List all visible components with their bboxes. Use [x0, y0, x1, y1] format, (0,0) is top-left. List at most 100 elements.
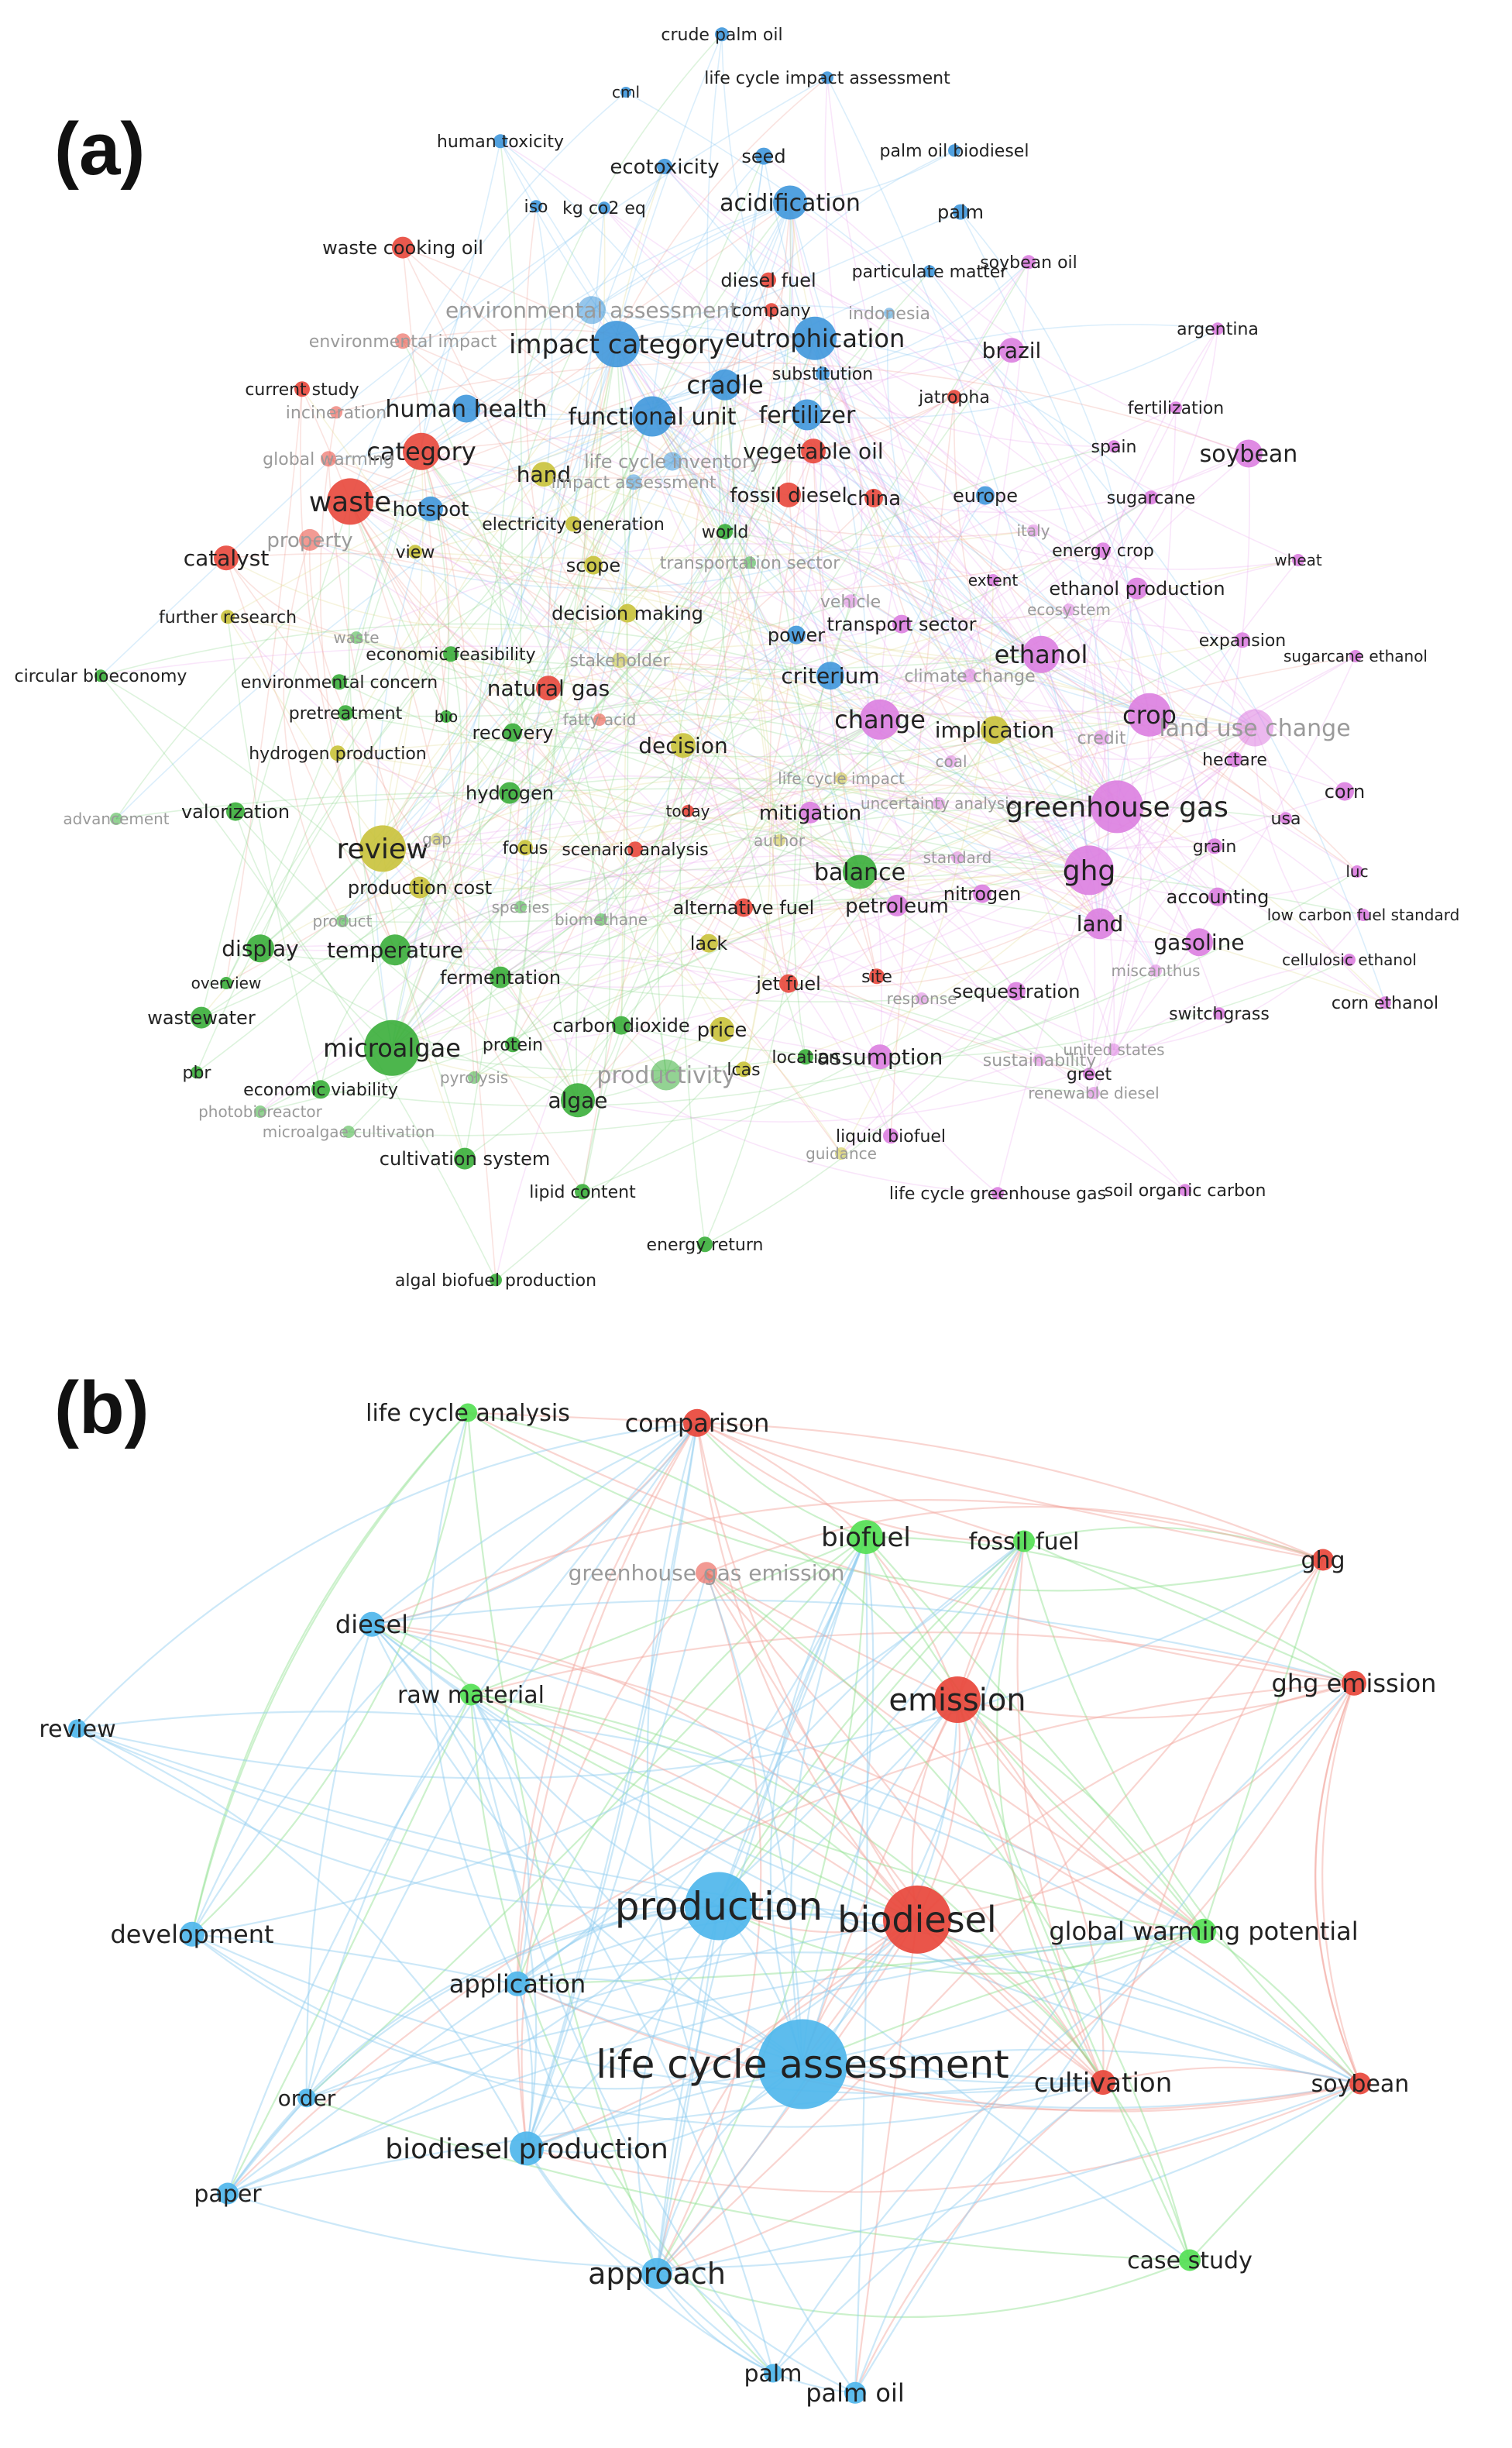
- node-property[interactable]: [299, 528, 321, 551]
- node-ghg-emission[interactable]: [1342, 1670, 1366, 1696]
- node-production[interactable]: [685, 1872, 753, 1941]
- node-hydrogen-production[interactable]: [330, 745, 345, 762]
- node-site[interactable]: [869, 968, 885, 985]
- node-functional-unit[interactable]: [632, 396, 672, 437]
- node-author[interactable]: [773, 834, 785, 847]
- node-seed[interactable]: [755, 147, 772, 165]
- node-human-toxicity[interactable]: [493, 134, 507, 149]
- node-sequestration[interactable]: [1007, 982, 1026, 1001]
- node-ghg[interactable]: [1064, 845, 1114, 896]
- node-productivity[interactable]: [651, 1059, 682, 1091]
- node-europe[interactable]: [976, 486, 995, 505]
- node-global-warming-potential[interactable]: [1191, 1918, 1216, 1944]
- node-life-cycle-assessment[interactable]: [758, 2019, 847, 2109]
- node-comparison[interactable]: [683, 1408, 711, 1437]
- node-cradle[interactable]: [710, 369, 741, 401]
- node-development[interactable]: [180, 1921, 204, 1947]
- node-brazil[interactable]: [999, 338, 1024, 363]
- node-coal[interactable]: [945, 755, 957, 768]
- node-life-cycle-impact[interactable]: [835, 772, 847, 785]
- node-species[interactable]: [514, 901, 527, 913]
- node-kg-co2-eq[interactable]: [598, 201, 610, 215]
- node-land[interactable]: [1084, 908, 1115, 940]
- node-vegetable-oil[interactable]: [801, 438, 826, 464]
- node-global-warming[interactable]: [321, 451, 336, 467]
- node-balance[interactable]: [843, 854, 877, 889]
- node-review[interactable]: [359, 825, 406, 872]
- node-sustainability[interactable]: [1033, 1054, 1046, 1067]
- node-life-cycle-inventory[interactable]: [663, 452, 682, 471]
- node-life-cycle-greenhouse-gas[interactable]: [991, 1187, 1004, 1200]
- node-catalyst[interactable]: [214, 545, 239, 571]
- node-pretreatment[interactable]: [338, 705, 353, 721]
- node-ecotoxicity[interactable]: [657, 158, 672, 174]
- node-valorization[interactable]: [226, 802, 245, 821]
- node-assumption[interactable]: [868, 1044, 892, 1070]
- node-impact-category[interactable]: [593, 321, 640, 368]
- node-jatropha[interactable]: [947, 390, 961, 404]
- node-electricity-generation[interactable]: [565, 516, 581, 532]
- node-environmental-impact[interactable]: [395, 333, 411, 349]
- node-low-carbon-fuel-standard[interactable]: [1357, 909, 1369, 921]
- node-eutrophication[interactable]: [793, 316, 837, 360]
- node-energy-return[interactable]: [697, 1236, 713, 1253]
- node-ethanol[interactable]: [1022, 635, 1060, 673]
- node-ecosystem[interactable]: [1063, 603, 1075, 616]
- node-ethanol-production[interactable]: [1126, 577, 1148, 600]
- node-crop[interactable]: [1128, 693, 1171, 737]
- node-cultivation-system[interactable]: [454, 1147, 476, 1170]
- node-uncertainty-analysis[interactable]: [933, 797, 945, 810]
- node-renewable-diesel[interactable]: [1088, 1087, 1100, 1099]
- node-focus[interactable]: [517, 840, 533, 856]
- node-emission[interactable]: [934, 1676, 981, 1723]
- node-lack[interactable]: [699, 933, 718, 953]
- node-soybean[interactable]: [1235, 439, 1263, 468]
- node-raw-material[interactable]: [460, 1683, 482, 1706]
- node-economic-feasibility[interactable]: [443, 646, 459, 662]
- node-review[interactable]: [68, 1719, 87, 1738]
- node-indonesia[interactable]: [884, 308, 895, 319]
- node-category[interactable]: [403, 432, 440, 470]
- node-standard[interactable]: [951, 851, 964, 864]
- node-soil-organic-carbon[interactable]: [1179, 1184, 1191, 1197]
- node-credit[interactable]: [1094, 730, 1109, 746]
- node-biomethane[interactable]: [595, 913, 607, 926]
- node-vehicle[interactable]: [844, 594, 857, 609]
- node-grain[interactable]: [1207, 838, 1222, 854]
- node-china[interactable]: [864, 488, 883, 507]
- node-fossil-fuel[interactable]: [1013, 1530, 1035, 1552]
- node-substitution[interactable]: [816, 366, 830, 381]
- node-circular-bioeconomy[interactable]: [94, 669, 107, 682]
- node-recovery[interactable]: [503, 723, 522, 742]
- node-fatty-acid[interactable]: [593, 713, 606, 726]
- node-lipid-content[interactable]: [575, 1184, 590, 1200]
- node-hydrogen[interactable]: [499, 782, 521, 804]
- node-gasoline[interactable]: [1185, 928, 1213, 957]
- node-usa[interactable]: [1280, 812, 1292, 825]
- node-waste[interactable]: [327, 478, 373, 525]
- node-particulate-matter[interactable]: [923, 265, 936, 278]
- node-overview[interactable]: [220, 977, 232, 989]
- node-hectare[interactable]: [1227, 751, 1242, 768]
- node-environmental-concern[interactable]: [332, 674, 347, 690]
- node-order[interactable]: [297, 2089, 316, 2108]
- node-application[interactable]: [505, 1971, 530, 1996]
- node-extent[interactable]: [987, 574, 999, 586]
- node-fertilizer[interactable]: [792, 399, 823, 431]
- node-united-states[interactable]: [1108, 1043, 1120, 1056]
- node-sugarcane[interactable]: [1144, 490, 1158, 505]
- node-environmental-assessment[interactable]: [578, 296, 606, 325]
- node-economic-viability[interactable]: [311, 1080, 330, 1099]
- node-power[interactable]: [787, 625, 806, 645]
- node-iso[interactable]: [530, 200, 542, 213]
- node-bio[interactable]: [440, 710, 452, 723]
- node-waste-cooking-oil[interactable]: [392, 236, 414, 259]
- node-impact-assessment[interactable]: [626, 474, 641, 490]
- node-world[interactable]: [717, 524, 733, 540]
- node-carbon-dioxide[interactable]: [612, 1016, 631, 1035]
- node-implication[interactable]: [981, 716, 1009, 744]
- node-advancement[interactable]: [110, 813, 122, 825]
- node-palm-oil-biodiesel[interactable]: [948, 144, 960, 157]
- node-soybean[interactable]: [1349, 2072, 1371, 2095]
- node-natural-gas[interactable]: [536, 676, 561, 701]
